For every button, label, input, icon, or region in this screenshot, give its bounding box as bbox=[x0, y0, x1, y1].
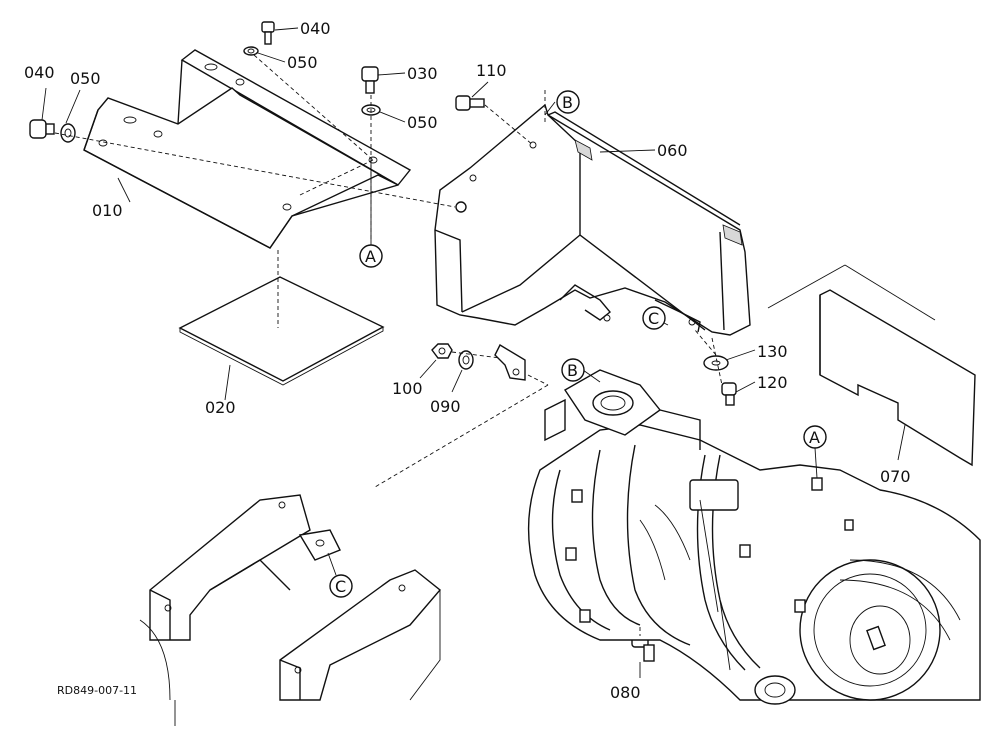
part-labels: 040 050 030 050 040 050 010 110 060 020 … bbox=[24, 19, 911, 702]
label-050-left: 050 bbox=[70, 69, 101, 88]
fastener-110 bbox=[455, 95, 485, 111]
part-010-shield bbox=[83, 49, 412, 249]
diagram-code: RD849-007-11 bbox=[57, 684, 137, 697]
ref-markers: A B C B A C bbox=[329, 90, 827, 598]
ref-marker-c-upper: C bbox=[642, 306, 666, 330]
part-020-sheet bbox=[178, 250, 385, 386]
label-040-left: 040 bbox=[24, 63, 55, 82]
label-090: 090 bbox=[430, 397, 461, 416]
ref-marker-a-upper: A bbox=[359, 244, 383, 268]
nut-100 bbox=[431, 343, 453, 359]
svg-text:B: B bbox=[567, 361, 578, 380]
label-110: 110 bbox=[476, 61, 507, 80]
label-120: 120 bbox=[757, 373, 788, 392]
label-130: 130 bbox=[757, 342, 788, 361]
label-050-mid: 050 bbox=[407, 113, 438, 132]
label-080: 080 bbox=[610, 683, 641, 702]
label-050-top: 050 bbox=[287, 53, 318, 72]
svg-text:A: A bbox=[809, 428, 820, 447]
svg-text:C: C bbox=[648, 309, 659, 328]
frame-bracket bbox=[139, 494, 442, 726]
label-040-top: 040 bbox=[300, 19, 331, 38]
label-030: 030 bbox=[407, 64, 438, 83]
washer-090 bbox=[458, 350, 474, 370]
part-060-cover bbox=[434, 90, 751, 336]
svg-text:C: C bbox=[335, 577, 346, 596]
label-060: 060 bbox=[657, 141, 688, 160]
svg-text:B: B bbox=[562, 93, 573, 112]
svg-text:A: A bbox=[365, 247, 376, 266]
part-070-plate bbox=[767, 264, 976, 467]
label-070: 070 bbox=[880, 467, 911, 486]
leader-lines bbox=[41, 27, 906, 678]
ref-marker-b-lower: B bbox=[561, 358, 585, 382]
bracket-tab bbox=[494, 344, 526, 381]
fastener-120 bbox=[721, 382, 737, 406]
dpf-assembly bbox=[527, 369, 981, 705]
fastener-040-top bbox=[261, 21, 275, 45]
label-010: 010 bbox=[92, 201, 123, 220]
ref-marker-a-lower: A bbox=[803, 425, 827, 449]
label-020: 020 bbox=[205, 398, 236, 417]
washer-050-top bbox=[243, 46, 259, 56]
fastener-030 bbox=[361, 66, 379, 94]
washer-130 bbox=[703, 355, 729, 371]
label-100: 100 bbox=[392, 379, 423, 398]
washer-050-left bbox=[60, 123, 76, 143]
ref-marker-b-upper: B bbox=[556, 90, 580, 114]
ref-marker-c-lower: C bbox=[329, 574, 353, 598]
fastener-040-left bbox=[29, 119, 55, 139]
